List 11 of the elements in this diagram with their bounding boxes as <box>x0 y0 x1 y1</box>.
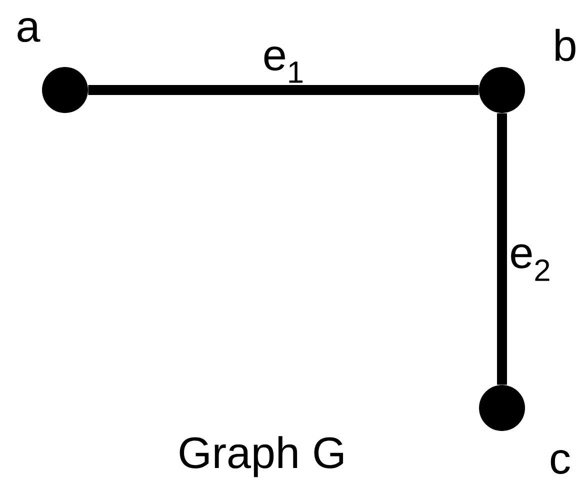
caption: Graph G <box>180 436 344 478</box>
edge-label: e$_{1}$ <box>264 46 303 83</box>
edge-line <box>497 113 507 385</box>
vertex-dot <box>479 67 525 113</box>
vertex-label: c <box>550 450 570 474</box>
vertex-label: b <box>556 28 576 62</box>
vertex-label: a <box>18 18 40 42</box>
edge-label: e$_{2}$ <box>511 244 550 281</box>
vertex-dot <box>479 385 525 431</box>
vertex-dot <box>42 67 88 113</box>
edge-line <box>88 85 479 95</box>
